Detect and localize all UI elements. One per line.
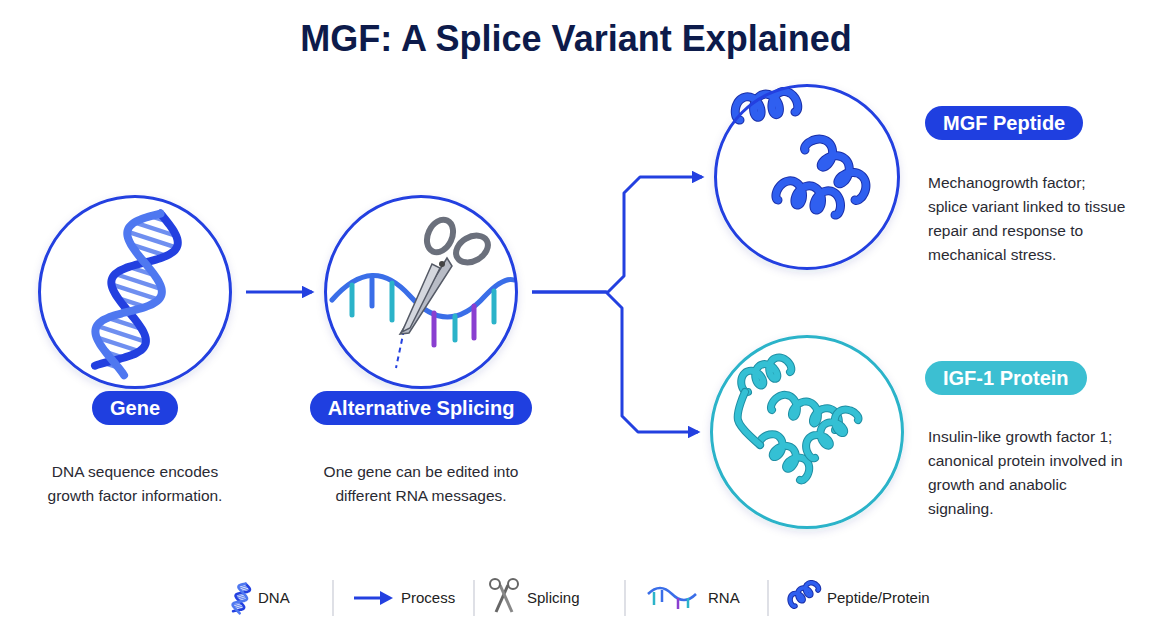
label-pill: MGF Peptide: [925, 106, 1083, 140]
process-node: IGF-1 ProteinInsulin-like growth factor …: [710, 335, 904, 529]
legend-label: DNA: [258, 588, 290, 608]
node-circle: [710, 335, 904, 529]
label-pill: Gene: [92, 391, 178, 425]
node-circle: [714, 84, 900, 270]
flow-arrow: [532, 177, 702, 292]
protein-ribbon: [735, 91, 866, 480]
legend-label: Splicing: [527, 588, 580, 608]
process-node: MGF PeptideMechanogrowth factor; splice …: [714, 84, 900, 270]
description-text: One gene can be edited into different RN…: [296, 460, 546, 508]
node-circle: [324, 195, 518, 389]
description-text: Insulin-like growth factor 1; canonical …: [928, 425, 1128, 521]
legend-label: RNA: [708, 588, 740, 608]
label-pill: IGF-1 Protein: [925, 361, 1087, 395]
description-text: DNA sequence encodes growth factor infor…: [30, 460, 240, 508]
flow-arrow: [532, 292, 698, 432]
process-node: GeneDNA sequence encodes growth factor i…: [38, 195, 232, 389]
legend-label: Process: [401, 588, 455, 608]
process-node: Alternative SplicingOne gene can be edit…: [324, 195, 518, 389]
scissors-icon: [400, 216, 493, 334]
legend-label: Peptide/Protein: [827, 588, 930, 608]
dna-helix: [85, 206, 185, 379]
diagram-title: MGF: A Splice Variant Explained: [0, 18, 1152, 60]
label-pill: Alternative Splicing: [310, 391, 533, 425]
circle-ground: [38, 84, 904, 529]
description-text: Mechanogrowth factor; splice variant lin…: [928, 171, 1128, 267]
flow-arrow: [246, 291, 312, 294]
legend-icons: [231, 579, 819, 616]
node-circle: [38, 195, 232, 389]
